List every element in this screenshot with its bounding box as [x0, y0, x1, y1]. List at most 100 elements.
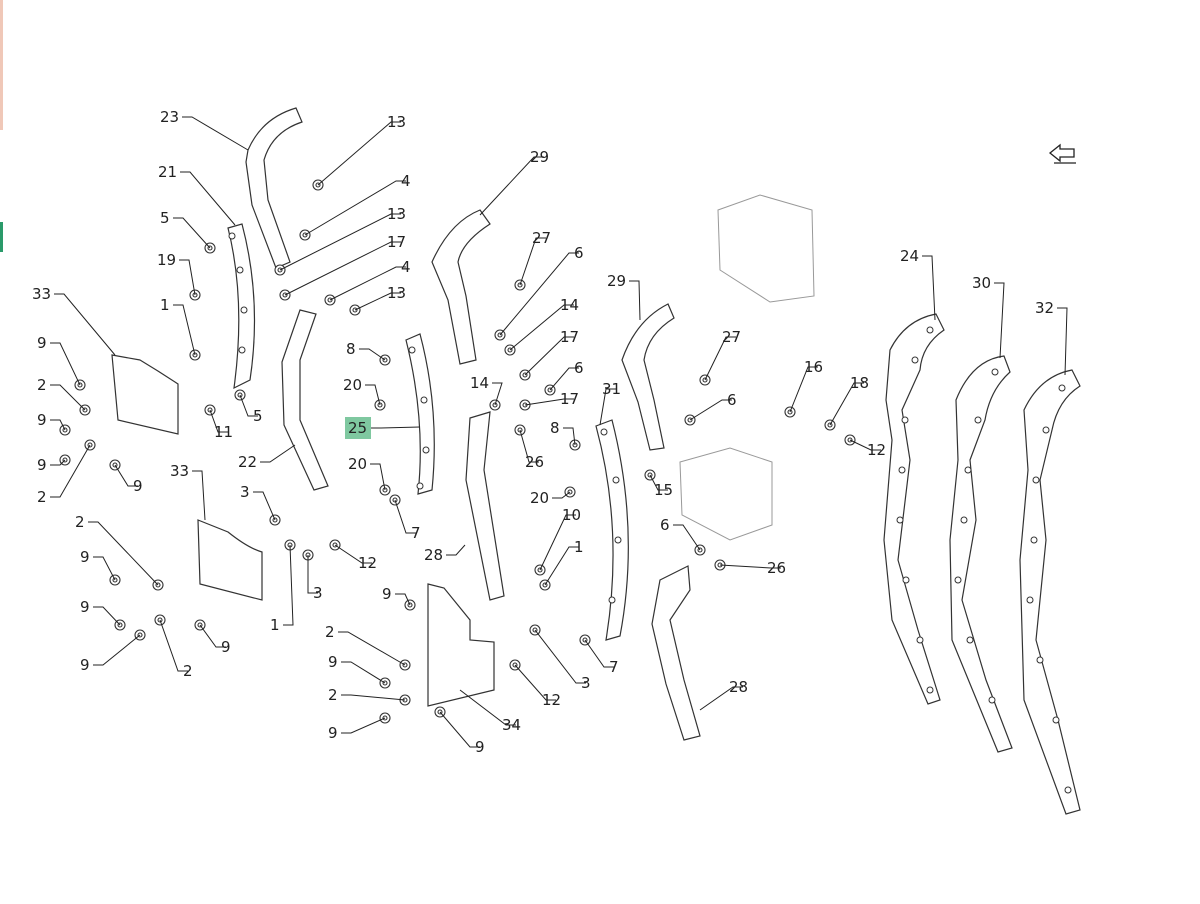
callout-2[interactable]: 2 — [325, 623, 335, 641]
callout-12[interactable]: 12 — [358, 554, 377, 572]
callout-14[interactable]: 14 — [470, 374, 489, 392]
callout-26[interactable]: 26 — [525, 453, 544, 471]
callout-18[interactable]: 18 — [850, 374, 869, 392]
hole — [988, 696, 996, 704]
callout-9[interactable]: 9 — [80, 598, 90, 616]
callout-27[interactable]: 27 — [532, 229, 551, 247]
callout-16[interactable]: 16 — [804, 358, 823, 376]
callout-30[interactable]: 30 — [972, 274, 991, 292]
callout-22[interactable]: 22 — [238, 453, 257, 471]
callout-15[interactable]: 15 — [654, 481, 673, 499]
callout-28[interactable]: 28 — [729, 678, 748, 696]
hole — [614, 536, 622, 544]
callout-9[interactable]: 9 — [80, 656, 90, 674]
callout-3[interactable]: 3 — [581, 674, 591, 692]
callout-7[interactable]: 7 — [411, 524, 421, 542]
leader-line — [341, 661, 386, 684]
callout-2[interactable]: 2 — [75, 513, 85, 531]
callout-8[interactable]: 8 — [346, 340, 356, 358]
callout-9[interactable]: 9 — [221, 638, 231, 656]
leader-line — [173, 217, 211, 249]
callout-20[interactable]: 20 — [348, 455, 367, 473]
callout-27[interactable]: 27 — [722, 328, 741, 346]
hole — [966, 636, 974, 644]
callout-8[interactable]: 8 — [550, 419, 560, 437]
bracket-22 — [281, 309, 329, 491]
leader-line — [93, 634, 141, 666]
callout-2[interactable]: 2 — [37, 488, 47, 506]
leader-line — [365, 384, 381, 406]
callout-2[interactable]: 2 — [183, 662, 193, 680]
leader-line — [524, 398, 574, 406]
plate-34 — [427, 583, 495, 707]
callout-20[interactable]: 20 — [343, 376, 362, 394]
callout-31[interactable]: 31 — [602, 380, 621, 398]
callout-4[interactable]: 4 — [401, 258, 411, 276]
callout-6[interactable]: 6 — [660, 516, 670, 534]
callout-12[interactable]: 12 — [867, 441, 886, 459]
callout-6[interactable]: 6 — [574, 359, 584, 377]
callout-2[interactable]: 2 — [37, 376, 47, 394]
leader-line — [552, 491, 571, 499]
callout-3[interactable]: 3 — [313, 584, 323, 602]
callout-13[interactable]: 13 — [387, 113, 406, 131]
callout-9[interactable]: 9 — [37, 334, 47, 352]
callout-21[interactable]: 21 — [158, 163, 177, 181]
leader-line — [789, 366, 818, 413]
leader-line — [395, 593, 411, 606]
callout-11[interactable]: 11 — [214, 423, 233, 441]
leader-line — [370, 426, 421, 429]
callout-14[interactable]: 14 — [560, 296, 579, 314]
callout-9[interactable]: 9 — [328, 653, 338, 671]
callout-5[interactable]: 5 — [160, 209, 170, 227]
callout-9[interactable]: 9 — [382, 585, 392, 603]
hole — [600, 428, 608, 436]
callout-4[interactable]: 4 — [401, 172, 411, 190]
callout-29[interactable]: 29 — [530, 148, 549, 166]
callout-2[interactable]: 2 — [328, 686, 338, 704]
callout-23[interactable]: 23 — [160, 108, 179, 126]
callout-7[interactable]: 7 — [609, 658, 619, 676]
callout-25[interactable]: 25 — [348, 419, 367, 437]
plate-33a — [111, 354, 179, 435]
callout-3[interactable]: 3 — [240, 483, 250, 501]
leader-line — [849, 439, 881, 451]
leader-line — [829, 382, 864, 426]
callout-13[interactable]: 13 — [387, 205, 406, 223]
callout-32[interactable]: 32 — [1035, 299, 1054, 317]
callout-9[interactable]: 9 — [37, 456, 47, 474]
hole — [902, 576, 910, 584]
callout-20[interactable]: 20 — [530, 489, 549, 507]
callout-10[interactable]: 10 — [562, 506, 581, 524]
hole — [1032, 476, 1040, 484]
callout-5[interactable]: 5 — [253, 407, 263, 425]
callout-6[interactable]: 6 — [574, 244, 584, 262]
callout-19[interactable]: 19 — [157, 251, 176, 269]
callout-9[interactable]: 9 — [133, 477, 143, 495]
hole — [896, 516, 904, 524]
callout-33[interactable]: 33 — [170, 462, 189, 480]
callout-13[interactable]: 13 — [387, 284, 406, 302]
callout-17[interactable]: 17 — [560, 328, 579, 346]
callout-9[interactable]: 9 — [37, 411, 47, 429]
callout-1[interactable]: 1 — [574, 538, 584, 556]
callout-29[interactable]: 29 — [607, 272, 626, 290]
callout-24[interactable]: 24 — [900, 247, 919, 265]
callout-12[interactable]: 12 — [542, 691, 561, 709]
callout-34[interactable]: 34 — [502, 716, 521, 734]
callout-28[interactable]: 28 — [424, 546, 443, 564]
leader-line — [354, 292, 401, 311]
callout-1[interactable]: 1 — [160, 296, 170, 314]
callout-9[interactable]: 9 — [80, 548, 90, 566]
callout-26[interactable]: 26 — [767, 559, 786, 577]
callout-6[interactable]: 6 — [727, 391, 737, 409]
callout-9[interactable]: 9 — [475, 738, 485, 756]
callout-1[interactable]: 1 — [270, 616, 280, 634]
callout-17[interactable]: 17 — [387, 233, 406, 251]
callout-17[interactable]: 17 — [560, 390, 579, 408]
callout-9[interactable]: 9 — [328, 724, 338, 742]
hole — [911, 356, 919, 364]
bracket-29b — [621, 303, 675, 451]
callout-33[interactable]: 33 — [32, 285, 51, 303]
